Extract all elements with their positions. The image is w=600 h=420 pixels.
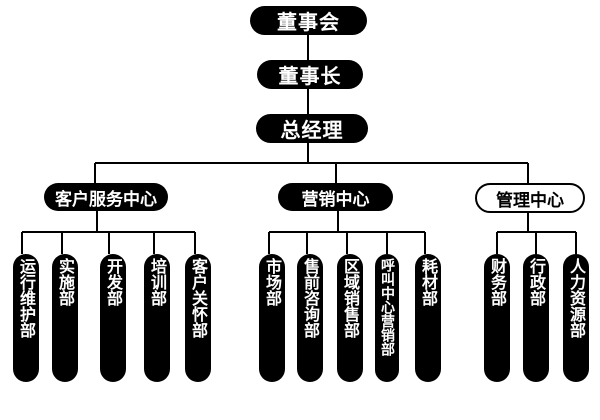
dept-label: 耗材部 [419,258,438,306]
dept-label: 区域销售部 [341,258,360,338]
dept-label: 运行维护部 [17,258,36,338]
dept-presales-consulting: 售前咨询部 [297,254,323,382]
dept-operations-maintenance: 运行维护部 [13,254,39,382]
dept-consumables: 耗材部 [415,254,441,382]
dept-training: 培训部 [144,254,170,382]
board-node: 董事会 [250,6,367,35]
chairman-label: 董事长 [278,64,342,88]
dept-administration: 行政部 [523,254,549,382]
center-customer-service: 客户服务中心 [44,183,168,211]
general-manager-label: 总经理 [280,118,344,142]
dept-label: 行政部 [527,258,546,306]
dept-label: 市场部 [263,258,282,306]
chairman-node: 董事长 [257,60,363,89]
dept-call-center-marketing: 呼叫中心营销部 [375,254,399,382]
dept-customer-care: 客户关怀部 [185,254,211,382]
general-manager-node: 总经理 [256,114,368,143]
dept-implementation: 实施部 [52,254,78,382]
dept-label: 客户关怀部 [189,258,208,338]
center-label: 营销中心 [301,189,370,210]
board-label: 董事会 [277,10,340,34]
center-label: 管理中心 [496,190,564,211]
dept-market: 市场部 [259,254,285,382]
dept-label: 售前咨询部 [301,258,320,338]
dept-finance: 财务部 [484,254,510,382]
dept-development: 开发部 [100,254,126,382]
dept-regional-sales: 区域销售部 [337,254,363,382]
dept-label: 呼叫中心营销部 [379,258,395,356]
dept-label: 开发部 [104,258,123,306]
dept-label: 实施部 [56,258,75,306]
dept-label: 人力资源部 [567,258,586,338]
dept-human-resources: 人力资源部 [563,254,589,382]
center-management: 管理中心 [475,183,585,213]
center-marketing: 营销中心 [278,183,393,211]
dept-label: 培训部 [148,258,167,306]
center-label: 客户服务中心 [55,189,157,210]
dept-label: 财务部 [488,258,507,306]
